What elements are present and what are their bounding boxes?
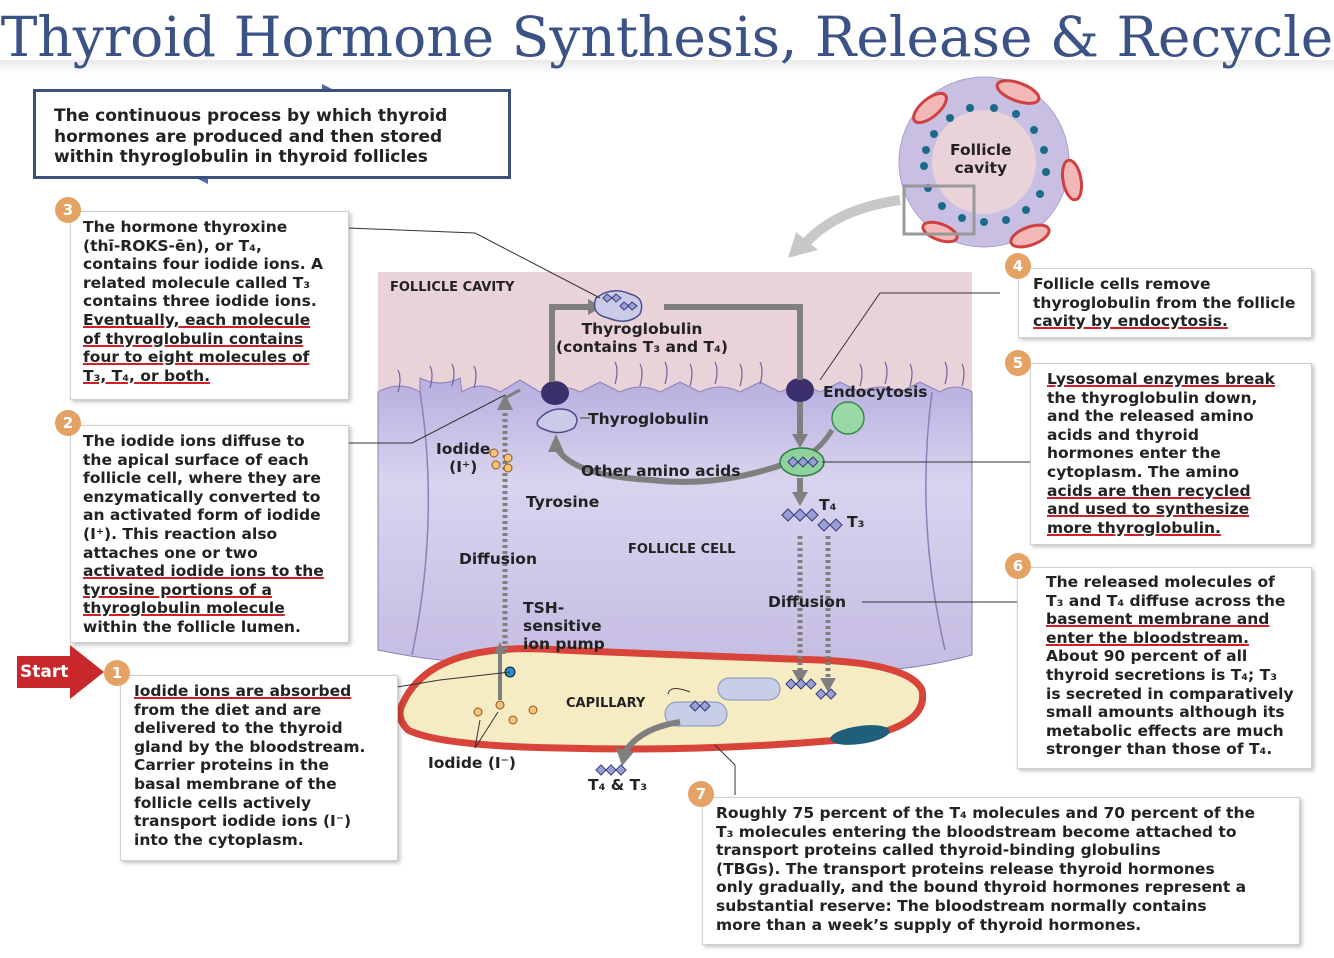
thyroglobulin-contains-label: Thyroglobulin (contains T₃ and T₄) [556,320,728,356]
step-6-badge: 6 [1005,553,1031,579]
step-2-badge: 2 [55,410,81,436]
title-band [0,60,1334,74]
follicle-cavity-region [378,272,972,392]
thyroglobulin-label: Thyroglobulin [588,410,709,428]
diffusion-left-label: Diffusion [459,550,537,568]
t4-t3-label: T₄ & T₃ [588,776,648,794]
step-7-box: Roughly 75 percent of the T₄ molecules a… [702,797,1300,945]
t4-label: T₄ [819,496,837,514]
t3-label: T₃ [847,513,865,531]
follicle-cavity-label: FOLLICLE CAVITY [390,280,515,295]
page-title: Thyroid Hormone Synthesis, Release & Rec… [0,5,1334,69]
definition-box: The continuous process by which thyroid … [33,89,511,179]
step-5-badge: 5 [1005,350,1031,376]
step-1-badge: 1 [104,660,130,686]
step-3-badge: 3 [55,197,81,223]
step-3-box: The hormone thyroxine(thī-ROKS-ēn), or T… [70,211,349,400]
tsh-pump-label: TSH- sensitive ion pump [523,599,605,653]
iodide-activated-label: Iodide (I⁺) [436,440,491,476]
start-arrow [17,645,104,699]
step-7-badge: 7 [688,781,714,807]
inset-follicle-cavity-label: Follicle cavity [950,141,1012,177]
tyrosine-label: Tyrosine [526,493,600,511]
capillary [396,645,927,753]
step-4-badge: 4 [1005,253,1031,279]
start-label: Start [20,662,69,682]
iodide-blood-label: Iodide (I⁻) [428,754,516,772]
inset-follicle [788,76,1084,258]
other-amino-acids-label: Other amino acids [581,462,741,480]
follicle-cell-label: FOLLICLE CELL [628,542,736,557]
capillary-label: CAPILLARY [566,696,646,711]
diffusion-right-label: Diffusion [768,593,846,611]
endocytosis-label: Endocytosis [823,383,928,401]
